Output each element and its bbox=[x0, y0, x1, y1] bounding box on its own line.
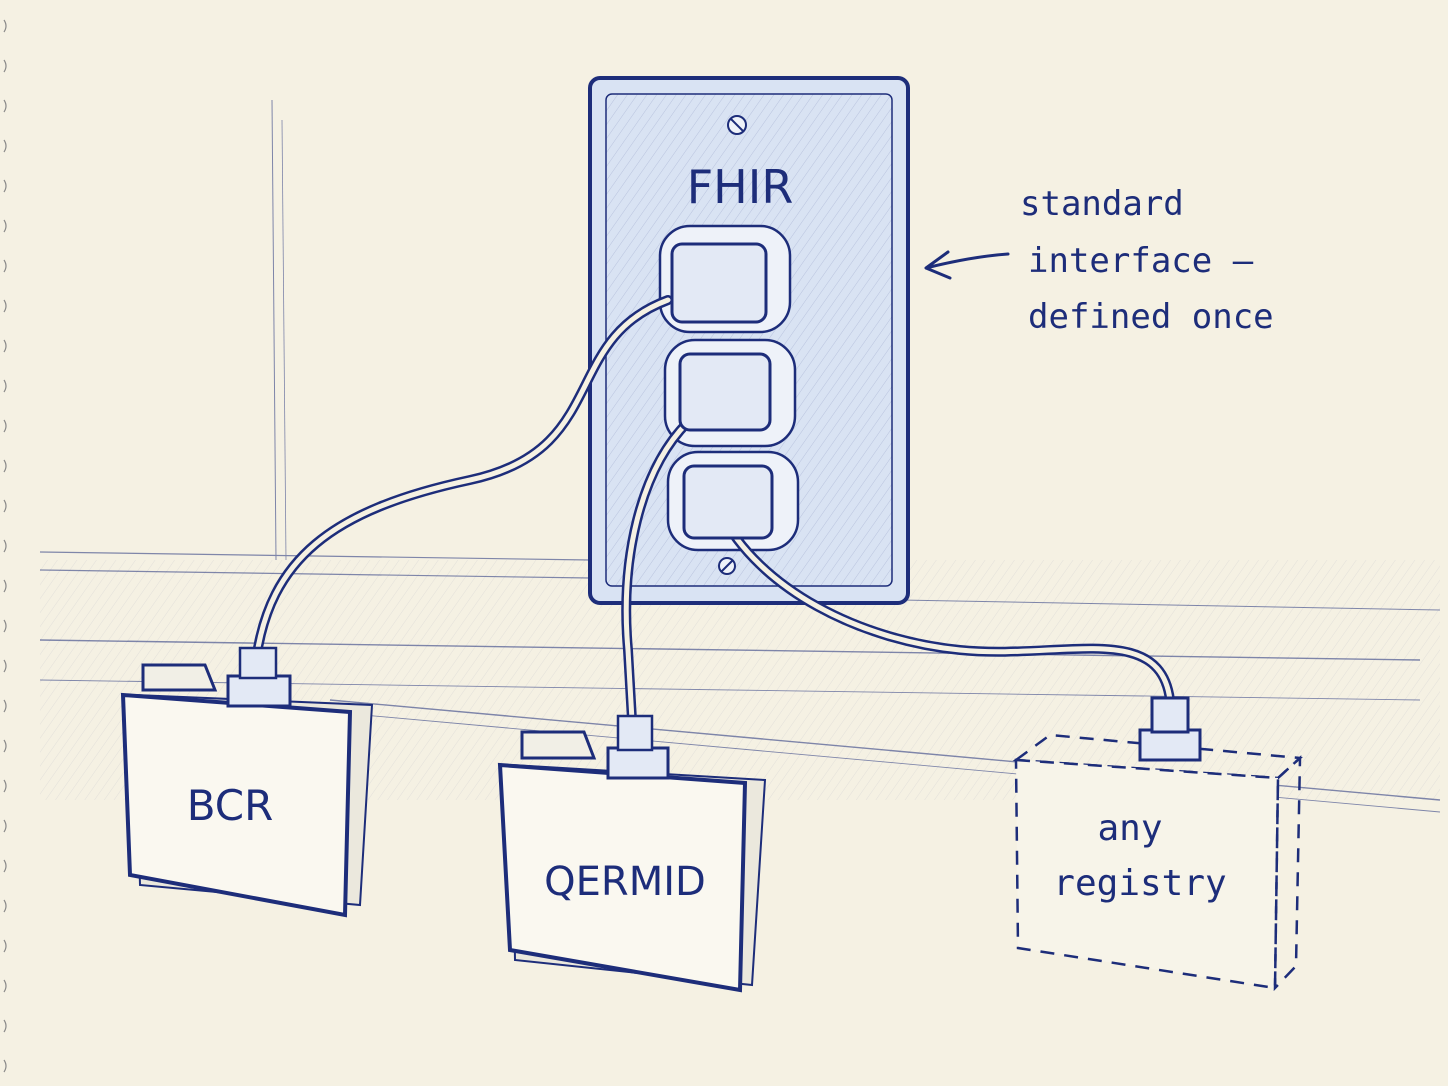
annotation: standard interface — defined once bbox=[924, 184, 1274, 337]
plug-icon bbox=[678, 352, 772, 432]
any-registry-box bbox=[1012, 733, 1303, 992]
notebook-binding bbox=[3, 19, 7, 1073]
plug-icon bbox=[670, 242, 768, 324]
cables bbox=[251, 295, 1175, 725]
plug-icon bbox=[682, 464, 774, 540]
folder-qermid: QERMID bbox=[497, 714, 767, 993]
folder-label: QERMID bbox=[544, 859, 706, 905]
folder-label: BCR bbox=[187, 781, 274, 830]
arrow-left-icon bbox=[924, 250, 1010, 280]
folder-bcr: BCR bbox=[120, 646, 374, 918]
outlet-label: FHIR bbox=[687, 160, 794, 214]
plugs bbox=[670, 242, 774, 540]
plug-icon bbox=[606, 746, 670, 780]
annotation-line-2: interface — bbox=[1028, 241, 1254, 281]
registry-plug bbox=[1138, 696, 1202, 762]
plug-icon bbox=[226, 674, 292, 708]
registry-line-1: any bbox=[1097, 808, 1162, 849]
annotation-line-1: standard bbox=[1020, 184, 1184, 224]
annotation-line-3: defined once bbox=[1028, 297, 1274, 337]
registry-line-2: registry bbox=[1053, 863, 1226, 904]
